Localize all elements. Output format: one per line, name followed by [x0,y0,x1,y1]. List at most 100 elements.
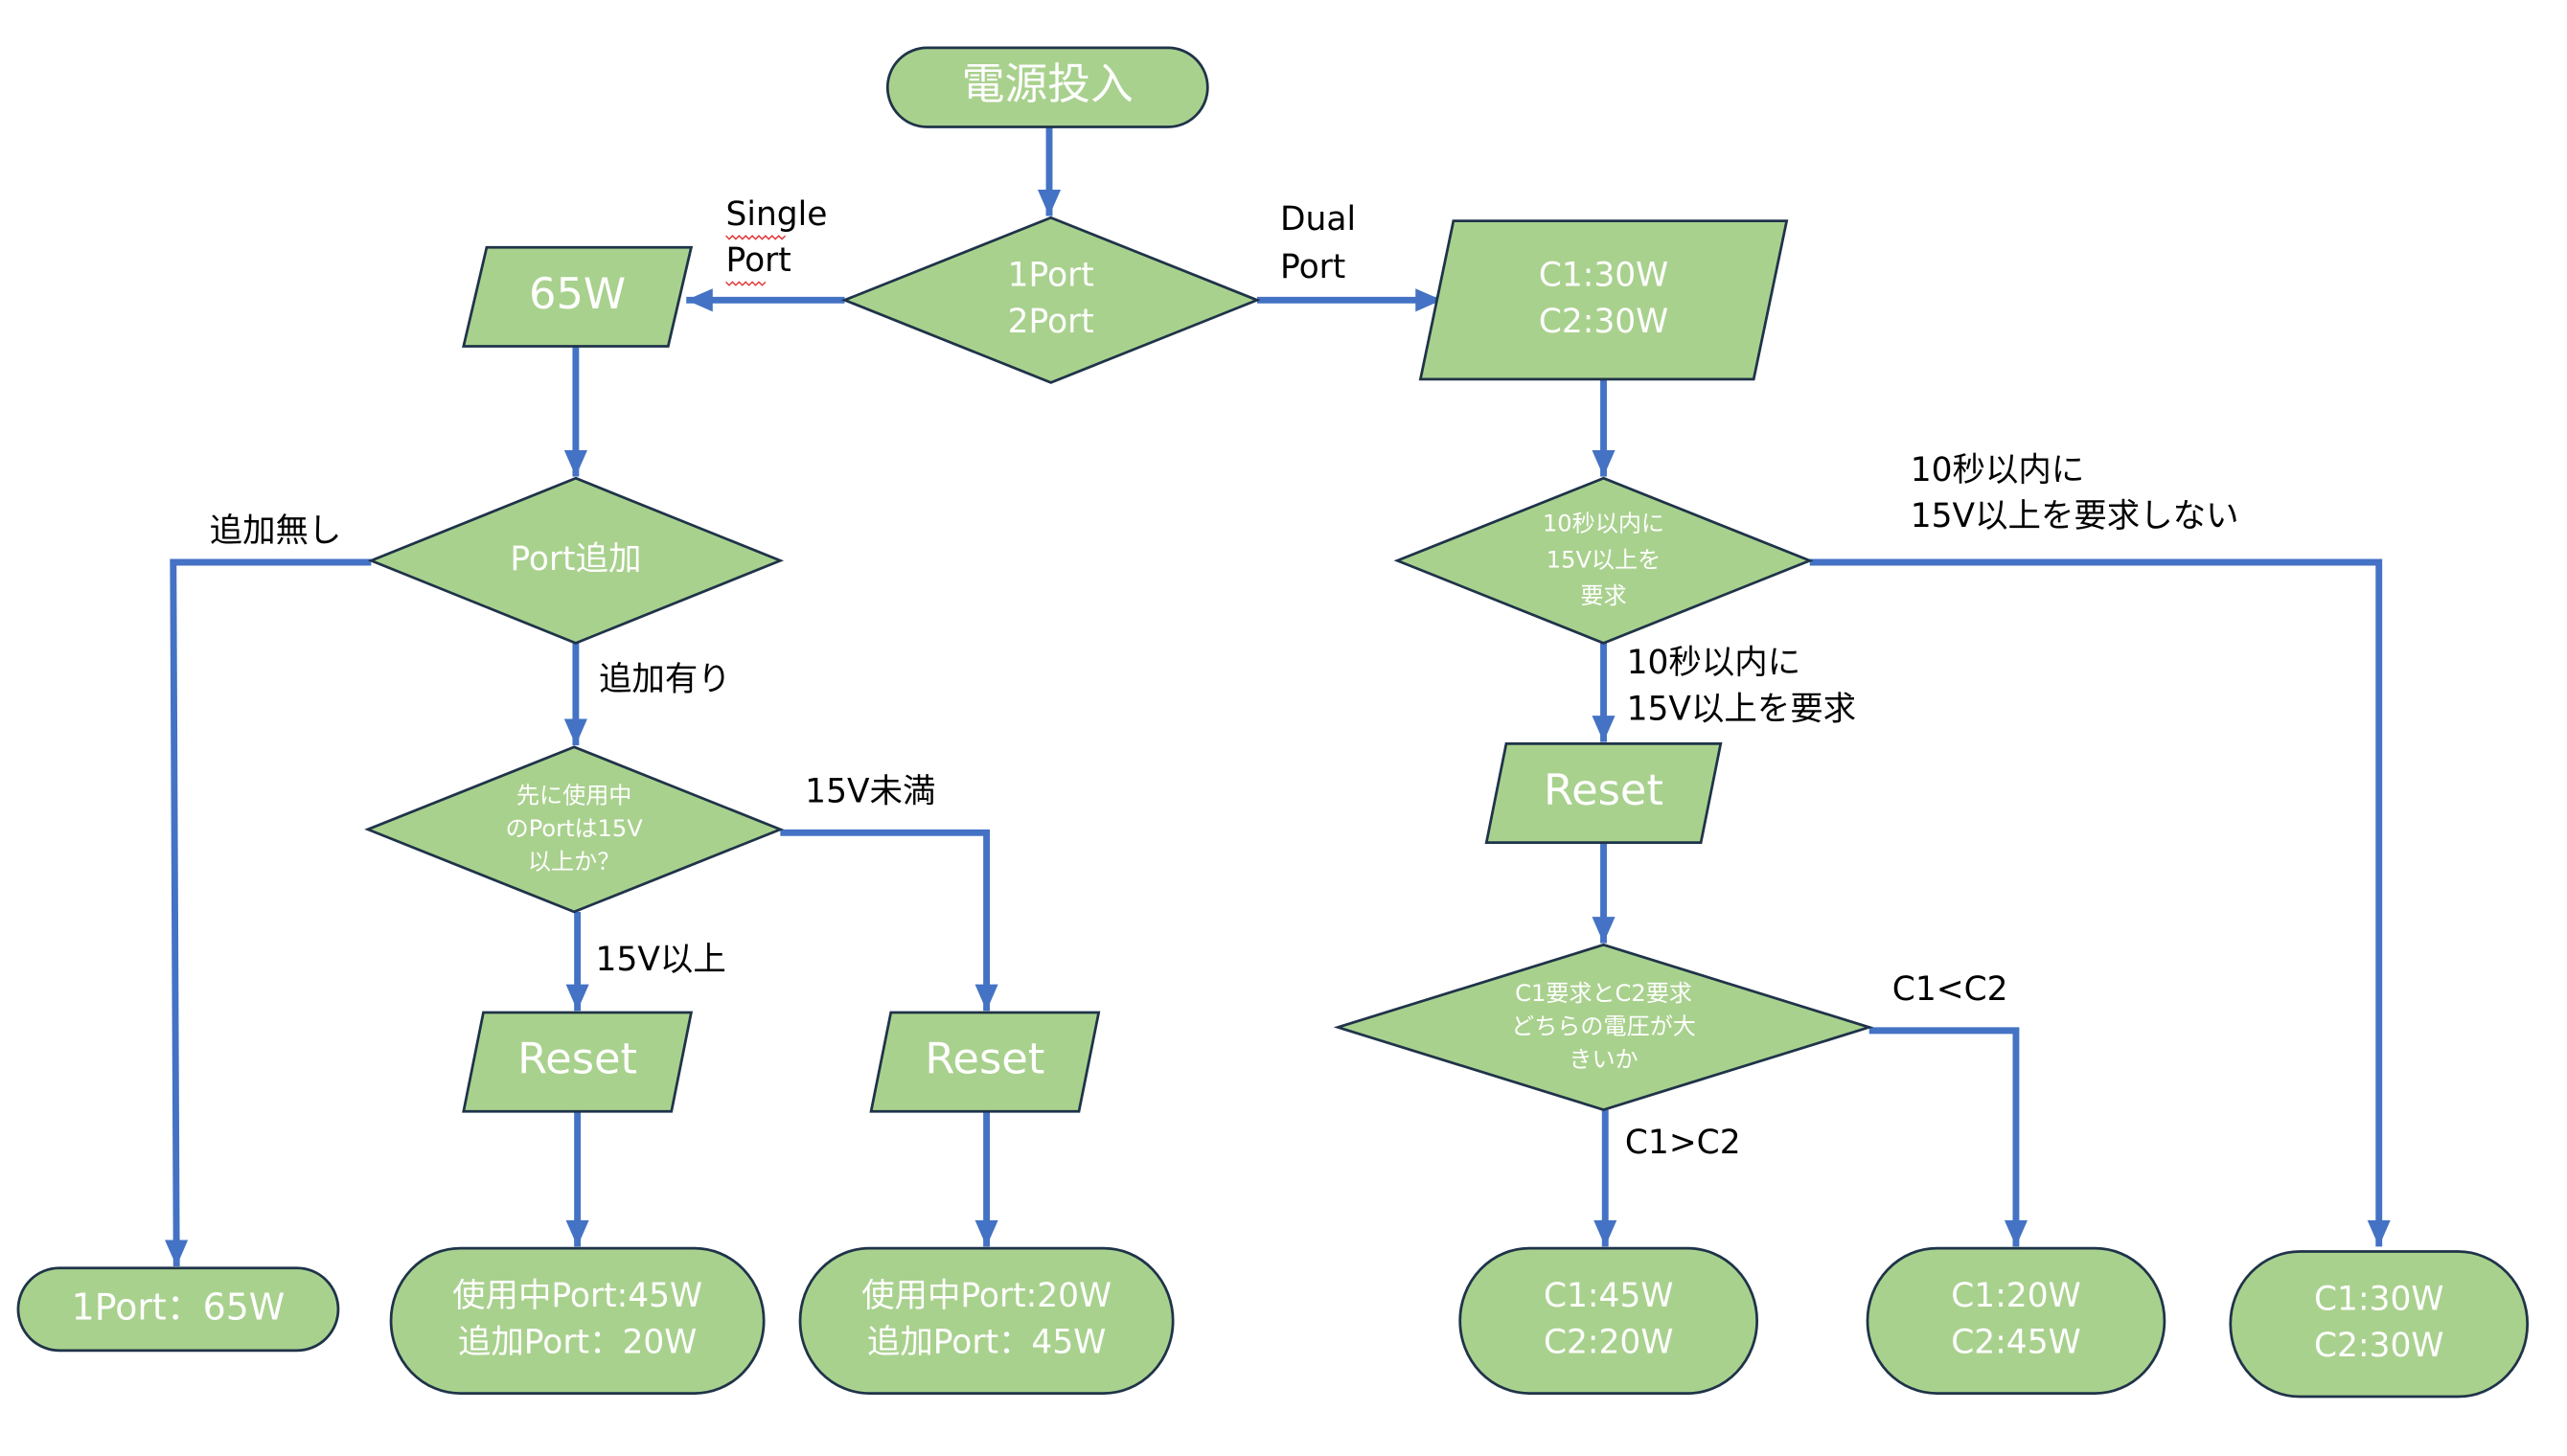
edge-label-text: 15V以上を要求 [1627,690,1856,728]
node-label: 追加Port：45W [867,1323,1106,1361]
data-shape [1484,741,1723,845]
node-label: 15V以上を [1547,546,1661,573]
connector-port-add-to-first-port-15v [563,643,587,746]
decision-shape [367,476,785,645]
node-label: Port追加 [510,540,641,579]
arrowhead-icon [565,984,589,1012]
node-label: 電源投入 [962,58,1134,109]
node-end-30-30[interactable]: C1:30W C2:30W [2229,1250,2530,1399]
edge-label-over-15v: 15V以上 [596,941,726,979]
node-dual-30w[interactable]: C1:30W C2:30W [1418,219,1789,381]
arrowhead-icon [1592,917,1616,944]
node-label: 65W [529,268,626,319]
terminator-shape [885,46,1209,128]
arrowhead-icon [974,1219,998,1247]
edge-label-text: 10秒以内に [1627,644,1801,682]
terminator-shape [798,1246,1175,1395]
edge-label-text: Single [726,195,828,234]
edge-label-text: C1<C2 [1892,970,2008,1009]
connector-single-65w-to-port-add [563,346,587,477]
node-end-20-45[interactable]: 使用中Port:20W 追加Port：45W [798,1246,1175,1395]
edge-label-under-15v: 15V未満 [805,772,935,810]
data-shape [1418,219,1789,381]
connector-reset-a-to-end-45-20 [565,1111,589,1247]
node-label: 追加Port：20W [458,1323,697,1361]
data-shape [462,1011,694,1113]
node-port-add[interactable]: Port追加 [367,476,785,645]
edge-label-text: Port [726,241,791,280]
connector-reset-c-to-compare [1592,842,1616,944]
decision-shape [840,216,1261,384]
connector-reset-b-to-end-20-45 [974,1111,998,1247]
connector-line [1868,1027,2020,1247]
edge-label-no-add: 追加無し [210,512,342,551]
edge-label-text: 15V未満 [805,772,935,810]
node-label: Reset [925,1034,1044,1084]
node-label: 1Port [1008,257,1094,295]
node-start[interactable]: 電源投入 [885,46,1209,128]
node-label: C2:30W [2314,1327,2443,1365]
edge-label-added: 追加有り [599,660,731,698]
node-end-45-20[interactable]: 使用中Port:45W 追加Port：20W [389,1246,766,1395]
edge-label-request: 10秒以内に 15V以上を要求 [1627,644,1856,728]
node-label: C1:30W [2314,1281,2443,1319]
arrowhead-icon [563,718,587,746]
node-label: C2:30W [1539,303,1668,341]
node-label: C1:45W [1544,1277,1673,1315]
node-label: 10秒以内に [1543,510,1664,536]
arrowhead-icon [1415,288,1442,312]
data-shape [869,1011,1101,1113]
arrowhead-icon [563,449,587,477]
terminator-shape [389,1246,766,1395]
edge-label-c1-gt-c2: C1>C2 [1625,1124,1741,1162]
node-single-65w[interactable]: 65W [462,245,694,348]
node-reset-b[interactable]: Reset [869,1011,1101,1113]
connector-line [780,829,991,1012]
node-label: 使用中Port:20W [861,1277,1112,1315]
node-label: のPortは15V [506,815,644,842]
arrowhead-icon [565,1219,589,1247]
node-end-1port[interactable]: 1Port：65W [16,1266,340,1353]
node-label: C1:30W [1539,257,1668,295]
connector-port-count-to-single-65w [686,288,845,312]
connector-start-to-port-count [1037,126,1062,216]
decision-shape [364,745,785,914]
connector-line [170,558,372,1267]
edge-label-text: 15V以上 [596,941,726,979]
arrowhead-icon [2004,1219,2028,1247]
arrowhead-icon [2367,1219,2391,1247]
decision-shape [1393,476,1814,645]
connector-first-port-15v-to-reset-b [780,829,998,1012]
edge-label-text: 追加無し [210,512,342,551]
terminator-shape [1458,1246,1759,1395]
terminator-shape [2229,1250,2530,1399]
connectors [165,126,2391,1267]
edge-label-c1-lt-c2: C1<C2 [1892,970,2008,1009]
node-label: 以上か？ [528,848,620,875]
connector-dual-30w-to-req-15v [1592,378,1616,477]
connector-line [1809,558,2383,1247]
connector-req-15v-to-end-30-30 [1809,558,2391,1247]
node-reset-c[interactable]: Reset [1484,741,1723,845]
arrowhead-icon [974,984,998,1012]
node-reset-a[interactable]: Reset [462,1011,694,1113]
node-label: きいか [1569,1046,1638,1073]
node-label: 使用中Port:45W [452,1277,702,1315]
arrowhead-icon [1593,1219,1617,1247]
arrowhead-icon [1592,716,1616,742]
node-label: どちらの電圧が大 [1511,1012,1696,1039]
terminator-shape [1866,1246,2166,1395]
node-label: Reset [1544,764,1663,815]
